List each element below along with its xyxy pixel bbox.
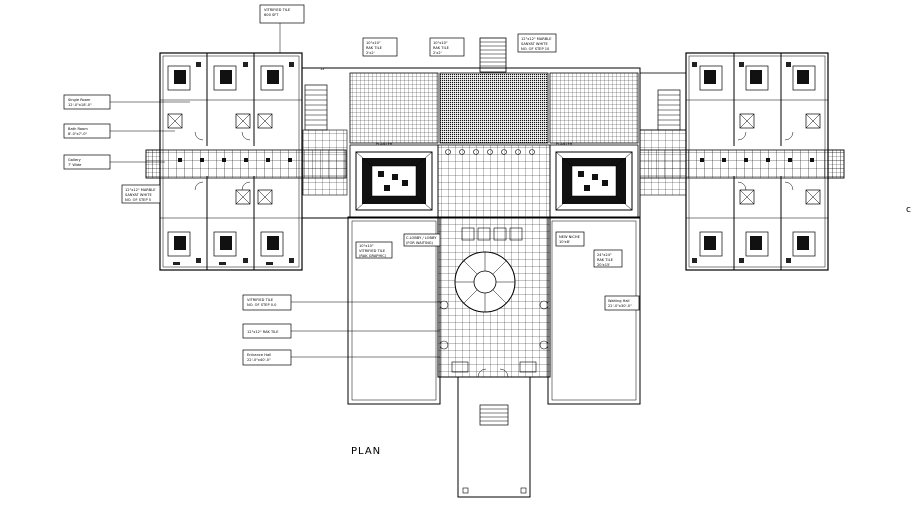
left-stair — [304, 84, 328, 131]
entrance-hall — [437, 216, 551, 378]
vitrified-small-line3: (RAK GRAPHIC) — [359, 254, 387, 258]
top-tile-line2: 600 SFT — [264, 13, 279, 17]
left-marble-line3: NO. OF STEP 5 — [125, 198, 151, 202]
right-niche-line2: 10'x8' — [559, 240, 570, 244]
annotation-top-marble: 12"x12" MARBLE SANYAT WHITE NO. OF STEP … — [517, 33, 557, 53]
vitrified-small-line1: 10"x10" — [359, 244, 374, 248]
central-block — [301, 37, 641, 219]
top-marble-line3: NO. OF STEP 10 — [521, 47, 550, 51]
annotation-waiting-hall: Waiting Hall 22'-0"x30'-0" — [604, 295, 640, 311]
right-stair — [639, 72, 687, 131]
single-room-size: 12'-0"x18'-0" — [68, 103, 92, 107]
top-tile-line1: VITRIFIED TILE — [264, 8, 291, 12]
annotation-gallery: Gallery 7' Wide — [63, 154, 165, 170]
c-lobby-line2: (FOR WAITING) — [406, 241, 434, 245]
single-room-name: Single Room — [68, 98, 91, 102]
rak-center-line3: 2'x2' — [433, 51, 442, 55]
right-tile-line1: 24"x24" — [597, 253, 612, 257]
right-gallery-corridor — [639, 129, 845, 196]
annotation-right-niche: NEW NICHE 10'x8' — [555, 231, 585, 247]
entrance-hall-size: 22'-0"x40'-0" — [247, 358, 271, 362]
gallery-name: Gallery — [68, 158, 82, 162]
planter-label-left: PLANTER — [376, 142, 393, 146]
annotation-left-marble: 12"x12" MARBLE SANYAT WHITE NO. OF STEP … — [121, 184, 161, 204]
rak-left-line3: 2'x2' — [366, 51, 375, 55]
right-niche-line1: NEW NICHE — [559, 235, 581, 239]
annotation-right-tile: 24"x24" RAK TILE 20'x15' — [593, 249, 623, 268]
c-lobby-line1: C.LOBBY / LOBBY — [406, 236, 437, 240]
top-marble-line2: SANYAT WHITE — [521, 42, 548, 46]
annotation-rak-tile-left: 10"x10" RAK TILE 2'x2' — [362, 37, 398, 57]
vitrified-tile-line1: VITRIFIED TILE — [247, 298, 274, 302]
annotation-entrance-hall: Entrance Hall 22'-0"x40'-0" — [242, 349, 440, 366]
rak-left-line2: RAK TILE — [366, 46, 383, 50]
dimension-mark: 12' — [320, 67, 326, 71]
vitrified-small-line2: VITRIFIED TILE — [359, 249, 386, 253]
rak-left-line1: 10"x10" — [366, 41, 381, 45]
left-gallery-corridor — [145, 129, 348, 196]
top-marble-line1: 12"x12" MARBLE — [521, 37, 552, 41]
left-wing — [159, 52, 303, 271]
right-tile-line2: RAK TILE — [597, 258, 614, 262]
annotation-rak-tile-hall: 12"x12" RAK TILE — [242, 323, 440, 339]
rak-center-line1: 10"x10" — [433, 41, 448, 45]
bath-room-name: Bath Room — [68, 127, 88, 131]
left-marble-line2: SANYAT WHITE — [125, 193, 152, 197]
annotation-c-lobby: C.LOBBY / LOBBY (FOR WAITING) — [403, 233, 441, 247]
entrance-hall-name: Entrance Hall — [247, 353, 271, 357]
entrance-porch — [457, 376, 531, 498]
corner-mark: c — [906, 205, 911, 215]
rak-center-line2: RAK TILE — [433, 46, 450, 50]
annotation-bath-room: Bath Room 8'-0"x7'-0" — [63, 123, 175, 139]
annotation-vitrified-tile: VITRIFIED TILE NO. OF STEP 0.0 — [242, 294, 440, 311]
waiting-hall-size: 22'-0"x30'-0" — [608, 304, 632, 308]
right-tile-line3: 20'x15' — [597, 263, 610, 267]
waiting-hall-name: Waiting Hall — [608, 299, 630, 303]
annotation-rak-tile-center: 10"x10" RAK TILE 2'x2' — [429, 37, 465, 57]
vitrified-tile-line2: NO. OF STEP 0.0 — [247, 303, 277, 307]
annotation-top-tile: VITRIFIED TILE 600 SFT — [259, 4, 305, 53]
left-marble-line1: 12"x12" MARBLE — [125, 188, 156, 192]
annotation-vitrified-small: 10"x10" VITRIFIED TILE (RAK GRAPHIC) — [355, 241, 393, 259]
gallery-width: 7' Wide — [68, 163, 82, 167]
rak-tile-hall: 12"x12" RAK TILE — [247, 330, 279, 334]
bath-room-size: 8'-0"x7'-0" — [68, 132, 87, 136]
annotation-single-room: Single Room 12'-0"x18'-0" — [63, 94, 190, 110]
planter-label-right: PLANTER — [556, 142, 573, 146]
annotation-planters: PLANTER PLANTER — [376, 142, 573, 146]
plan-title: PLAN — [351, 446, 381, 457]
